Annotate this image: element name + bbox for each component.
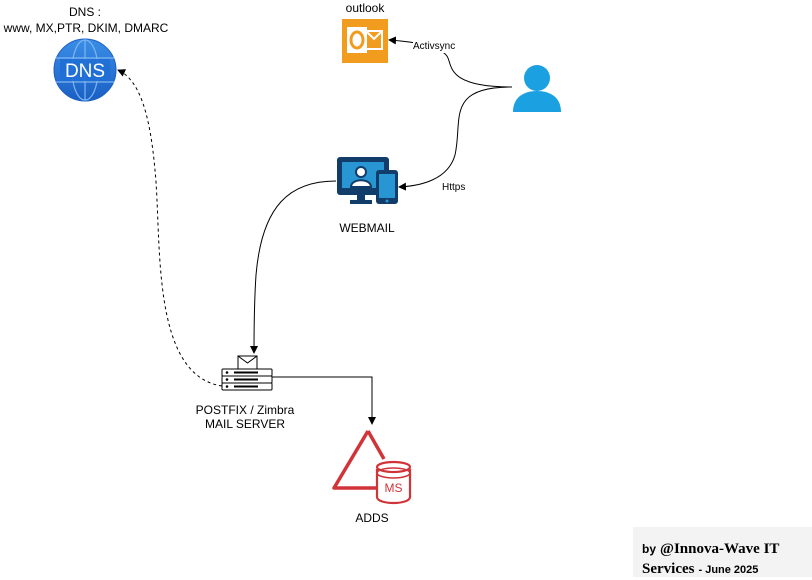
dns-icon-text: DNS xyxy=(65,61,105,82)
outlook-icon xyxy=(342,19,388,63)
credit-brand-line2: Services xyxy=(642,561,695,577)
edge-label-activsync: Activsync xyxy=(413,41,456,53)
connector-webmail-mail-server xyxy=(250,180,337,354)
adds-icon-text: MS xyxy=(385,481,403,495)
credit-by: by xyxy=(642,542,657,556)
mail-server-icon xyxy=(221,355,273,391)
outlook-label: outlook xyxy=(345,1,385,15)
mail-server-label-line1: POSTFIX / Zimbra xyxy=(195,403,295,417)
credit-box: by @Innova-Wave IT Services - June 2025 xyxy=(633,527,812,577)
adds-label: ADDS xyxy=(355,511,389,525)
globe-dns-icon: DNS xyxy=(53,38,117,102)
webmail-devices-icon xyxy=(337,157,398,204)
active-directory-icon: MS xyxy=(332,430,412,505)
connector-user-webmail xyxy=(398,86,513,191)
webmail-label: WEBMAIL xyxy=(339,221,395,235)
mail-server-label-line2: MAIL SERVER xyxy=(204,417,286,431)
dns-title-label: DNS : xyxy=(68,5,101,19)
credit-date: - June 2025 xyxy=(698,564,759,576)
credit-text: by @Innova-Wave IT Services - June 2025 xyxy=(642,539,810,580)
user-icon xyxy=(513,65,561,112)
connector-mail-server-dns xyxy=(117,69,223,387)
edge-label-https: Https xyxy=(442,182,466,194)
credit-brand-line1: @Innova-Wave IT xyxy=(660,541,780,557)
dns-records-label: www, MX,PTR, DKIM, DMARC xyxy=(3,21,169,35)
connector-mail-server-adds xyxy=(272,376,376,425)
